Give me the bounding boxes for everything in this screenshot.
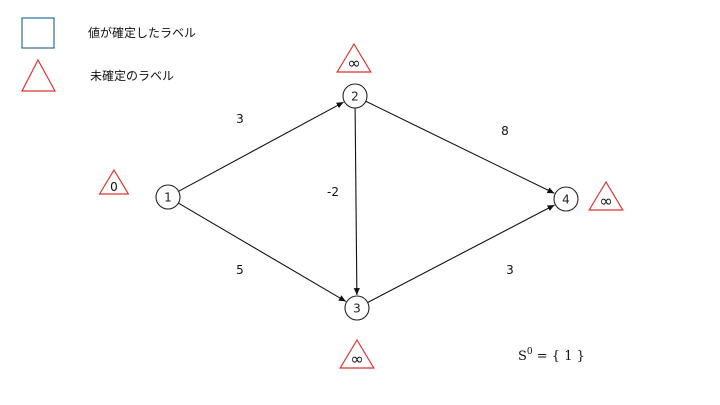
legend: 値が確定したラベル 未確定のラベル	[21, 17, 196, 92]
node-3: 3	[344, 295, 370, 321]
tentative-triangle	[336, 42, 372, 73]
node-circle	[342, 83, 368, 109]
node-label: 3	[353, 302, 361, 316]
node-label: 1	[164, 191, 172, 205]
node-circle	[155, 184, 181, 210]
tentative-label-1: 0	[98, 168, 130, 195]
edge-weight-2-3: -2	[327, 185, 339, 199]
legend-unconfirmed-label: 未確定のラベル	[90, 68, 174, 83]
tentative-value: 0	[110, 180, 118, 194]
tentative-label-2: ∞	[336, 42, 372, 73]
edge-1-3	[178, 202, 347, 302]
tentative-value: ∞	[347, 54, 360, 73]
tentative-triangle	[588, 180, 624, 211]
set-notation: S0 = { 1 }	[518, 347, 585, 364]
tentative-value: ∞	[599, 192, 612, 211]
edge-2-3	[353, 107, 360, 296]
nodes: 1 2 3 4	[155, 83, 579, 321]
tentative-labels: 0 ∞ ∞ ∞	[98, 42, 624, 369]
edge-weight-1-3: 5	[236, 263, 244, 277]
tentative-label-4: ∞	[588, 180, 624, 211]
tentative-triangle	[98, 168, 130, 195]
edge-2-4	[365, 100, 555, 194]
edge-3-4	[367, 204, 555, 303]
set-superscript: 0	[527, 347, 533, 357]
set-members: = { 1 }	[533, 349, 585, 364]
legend-confirmed-square	[21, 17, 55, 49]
node-label: 4	[562, 193, 570, 207]
edge-weight-2-4: 8	[501, 124, 509, 138]
node-4: 4	[553, 186, 579, 212]
node-circle	[553, 186, 579, 212]
edge-weight-3-4: 3	[506, 263, 514, 277]
tentative-triangle	[339, 338, 375, 369]
legend-confirmed-label: 値が確定したラベル	[88, 25, 196, 40]
tentative-label-3: ∞	[339, 338, 375, 369]
node-label: 2	[351, 90, 359, 104]
edge-weights: 3 5 -2 8 3	[236, 112, 514, 277]
node-1: 1	[155, 184, 181, 210]
edge-1-2	[178, 101, 344, 192]
node-circle	[344, 295, 370, 321]
node-2: 2	[342, 83, 368, 109]
tentative-value: ∞	[350, 350, 363, 369]
set-name: S	[518, 349, 527, 364]
legend-unconfirmed-triangle	[21, 58, 57, 92]
edge-weight-1-2: 3	[236, 112, 244, 126]
edges	[178, 100, 555, 303]
